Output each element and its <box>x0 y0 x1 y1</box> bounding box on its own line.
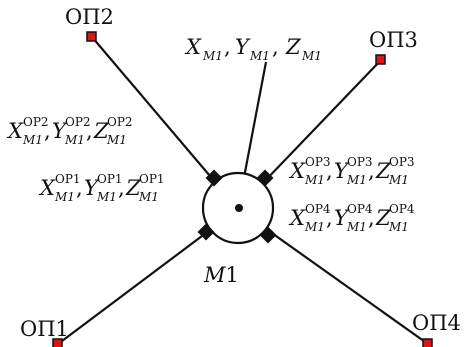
coords-op1-z-sub: M1 <box>138 190 159 204</box>
coords-op1-z: Z <box>125 176 141 200</box>
coords-op1-sep-2: , <box>118 176 125 200</box>
coords-op2-z-sub: M1 <box>106 133 127 147</box>
coords-op2-x-sup: OP2 <box>23 115 49 129</box>
node-center-dot <box>235 204 243 212</box>
coords-op3-x-sup: OP3 <box>305 155 331 169</box>
coords-op2-sep-2: , <box>86 119 93 143</box>
coords-op4-x-sub: M1 <box>304 220 325 234</box>
coords-top-sep-2: , <box>272 35 279 59</box>
coords-op3-x: X <box>288 159 306 183</box>
coords-op2-z: Z <box>93 119 109 143</box>
support-marker-op3 <box>375 54 386 65</box>
coords-op2-y-sub: M1 <box>64 133 85 147</box>
node-label-letter: M <box>203 263 226 287</box>
coords-op1-z-sup: OP1 <box>139 172 165 186</box>
support-marker-op2 <box>86 31 97 42</box>
coords-op4-y-sub: M1 <box>346 220 367 234</box>
coords-op4-sep-1: , <box>326 206 333 230</box>
coords-op4-z: Z <box>375 206 391 230</box>
coords-op1-x-sub: M1 <box>54 190 75 204</box>
coords-op1-x-sup: OP1 <box>55 172 81 186</box>
coords-op4-y-sup: OP4 <box>347 202 373 216</box>
coords-top-x: X <box>184 35 202 59</box>
support-label-op1: ОП1 <box>20 317 69 341</box>
coords-op2-y-sup: OP2 <box>65 115 91 129</box>
coords-top: X M1 , Y M1 , Z M1 <box>184 35 322 63</box>
support-label-op2: ОП2 <box>65 5 114 29</box>
support-marker-op4 <box>422 338 433 347</box>
coords-top-z: Z <box>285 35 301 59</box>
support-label-op3: ОП3 <box>369 28 418 52</box>
support-label-op4: ОП4 <box>412 311 461 335</box>
coords-top-y-sub: M1 <box>249 49 270 63</box>
coords-op2-y: Y <box>52 119 68 143</box>
coords-op3-sep-2: , <box>368 159 375 183</box>
coords-op3-x-sub: M1 <box>304 173 325 187</box>
node-label: M1 <box>203 263 239 287</box>
coords-op4-x: X <box>288 206 306 230</box>
coords-op1-sep-1: , <box>76 176 83 200</box>
coords-top-sep-1: , <box>224 35 231 59</box>
coords-top-y: Y <box>235 35 251 59</box>
node-marker-op4 <box>259 226 277 244</box>
coords-op1-y: Y <box>84 176 100 200</box>
coords-op4-sep-2: , <box>368 206 375 230</box>
coords-op2-x-sub: M1 <box>22 133 43 147</box>
node-marker-op2 <box>205 169 223 187</box>
coords-op1-y-sub: M1 <box>96 190 117 204</box>
coords-op1-y-sup: OP1 <box>97 172 123 186</box>
coords-op2-x: X <box>6 119 24 143</box>
coords-op3-z-sup: OP3 <box>389 155 415 169</box>
coords-op3-y-sup: OP3 <box>347 155 373 169</box>
coords-op4-z-sub: M1 <box>388 220 409 234</box>
coords-op3-z-sub: M1 <box>388 173 409 187</box>
coords-top-x-sub: M1 <box>202 49 223 63</box>
coords-op1-x: X <box>38 176 56 200</box>
node-markers <box>197 169 277 244</box>
coords-op4-x-sup: OP4 <box>305 202 331 216</box>
coords-top-z-sub: M1 <box>301 49 322 63</box>
support-marker-op1 <box>52 338 63 347</box>
coords-op4-z-sup: OP4 <box>389 202 415 216</box>
support-markers <box>52 31 433 347</box>
coords-op3-y: Y <box>334 159 350 183</box>
node-label-index: 1 <box>226 263 239 287</box>
node-marker-op3 <box>256 169 274 187</box>
coords-op3-z: Z <box>375 159 391 183</box>
coords-op4-y: Y <box>334 206 350 230</box>
coords-op2-z-sup: OP2 <box>107 115 133 129</box>
coords-op3-y-sub: M1 <box>346 173 367 187</box>
coords-op3-sep-1: , <box>326 159 333 183</box>
coords-op2-sep-1: , <box>44 119 51 143</box>
node-marker-op1 <box>197 223 215 241</box>
